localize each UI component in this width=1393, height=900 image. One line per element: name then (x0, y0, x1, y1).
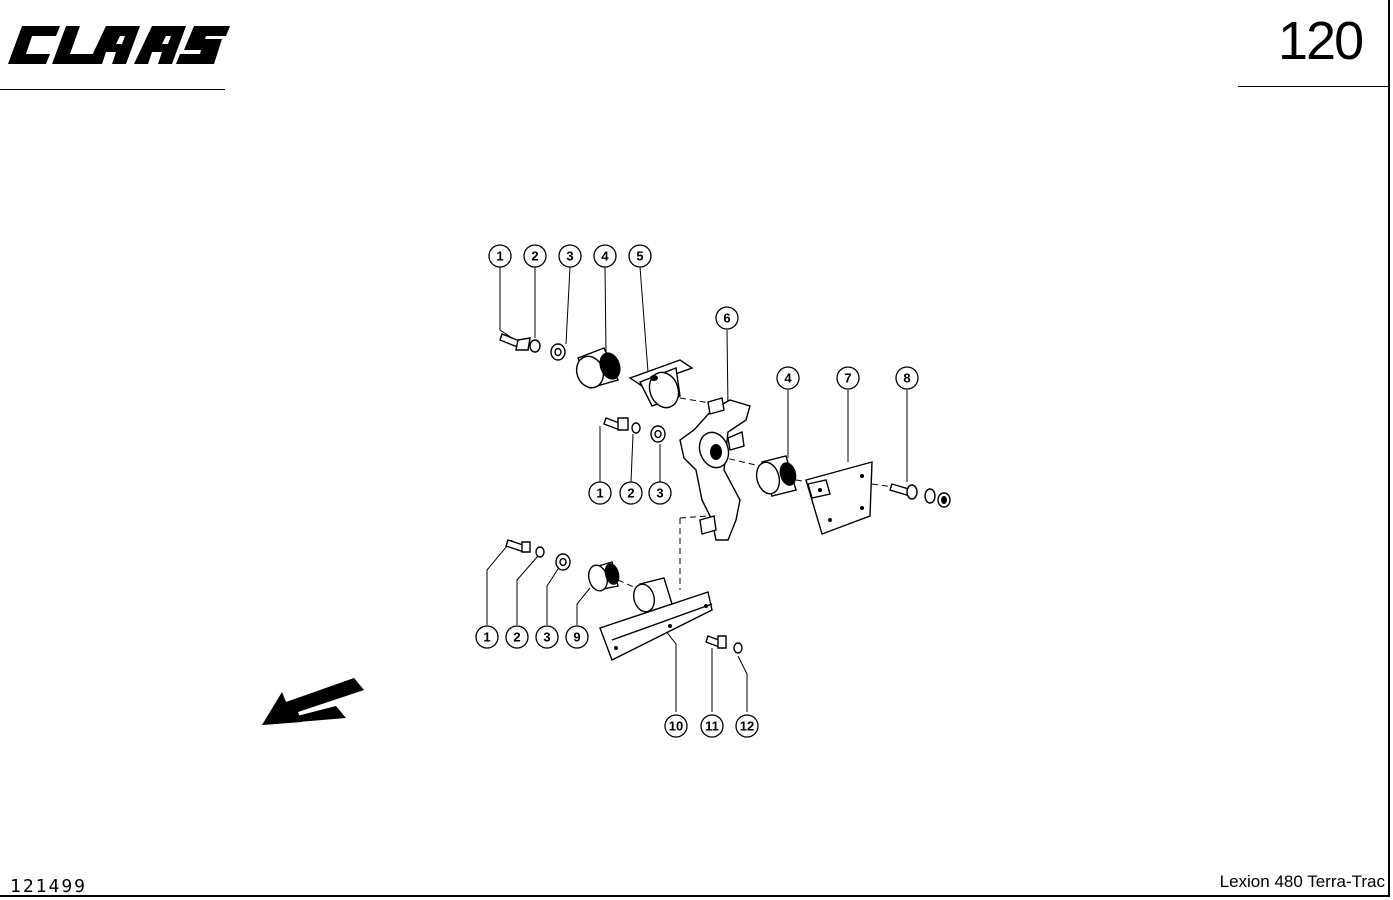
callout-7: 7 (836, 366, 860, 390)
bushing-part-4-right (755, 455, 797, 497)
svg-text:10: 10 (669, 719, 683, 734)
callout-5: 5 (628, 244, 652, 268)
bolt-part-8 (889, 483, 951, 508)
callout-3-middle: 3 (648, 481, 672, 505)
callout-8: 8 (895, 366, 919, 390)
svg-text:4: 4 (784, 371, 792, 386)
bolt-part-11 (705, 635, 727, 649)
callout-2-top: 2 (523, 244, 547, 268)
nut-part-3-middle (650, 425, 666, 443)
svg-text:8: 8 (903, 371, 910, 386)
svg-text:2: 2 (531, 249, 538, 264)
callout-12: 12 (735, 714, 759, 738)
svg-text:3: 3 (566, 249, 573, 264)
svg-text:12: 12 (740, 719, 754, 734)
nut-part-3-top (550, 343, 566, 361)
callout-3-top: 3 (558, 244, 582, 268)
model-name: Lexion 480 Terra-Trac (1219, 872, 1385, 891)
callout-10: 10 (664, 714, 688, 738)
svg-text:5: 5 (636, 249, 643, 264)
lever-part-6 (679, 397, 751, 541)
callout-1-bottom: 1 (475, 625, 499, 649)
svg-text:9: 9 (573, 630, 580, 645)
callout-4-right: 4 (776, 366, 800, 390)
svg-text:1: 1 (496, 249, 503, 264)
callout-11: 11 (700, 714, 724, 738)
svg-text:1: 1 (596, 486, 603, 501)
callout-1-middle: 1 (588, 481, 612, 505)
washer-part-12 (733, 642, 743, 654)
svg-text:7: 7 (844, 371, 851, 386)
bushing-part-4-top (575, 347, 621, 389)
svg-text:2: 2 (513, 630, 520, 645)
bolt-part-1-bottom (505, 539, 531, 553)
bolt-part-1-top (499, 333, 531, 351)
svg-text:4: 4 (601, 249, 609, 264)
washer-part-2-middle (631, 422, 641, 434)
nut-part-3-bottom (555, 553, 571, 571)
logo-underline (0, 89, 225, 90)
callout-2-bottom: 2 (505, 625, 529, 649)
page-number-underline (1238, 86, 1388, 87)
arrow-down-left-icon (262, 678, 364, 725)
callout-1-top: 1 (488, 244, 512, 268)
callout-6: 6 (715, 306, 739, 330)
washer-part-2-bottom (535, 546, 545, 558)
svg-text:1: 1 (483, 630, 490, 645)
svg-text:11: 11 (705, 719, 719, 734)
bracket-part-5 (628, 359, 694, 409)
claas-logo (8, 26, 230, 64)
callout-9: 9 (565, 625, 589, 649)
washer-part-2-top (529, 339, 541, 353)
bracket-part-10 (599, 577, 713, 661)
bolt-part-1-middle (603, 417, 629, 431)
svg-text:6: 6 (723, 311, 730, 326)
svg-text:3: 3 (656, 486, 663, 501)
page-number: 120 (1278, 11, 1364, 71)
callout-3-bottom: 3 (535, 625, 559, 649)
plate-part-7 (805, 461, 873, 535)
svg-text:3: 3 (543, 630, 550, 645)
document-code: 121499 (10, 876, 88, 897)
bushing-part-9 (587, 561, 620, 592)
callout-4-top: 4 (593, 244, 617, 268)
svg-text:2: 2 (627, 486, 634, 501)
callout-2-middle: 2 (619, 481, 643, 505)
